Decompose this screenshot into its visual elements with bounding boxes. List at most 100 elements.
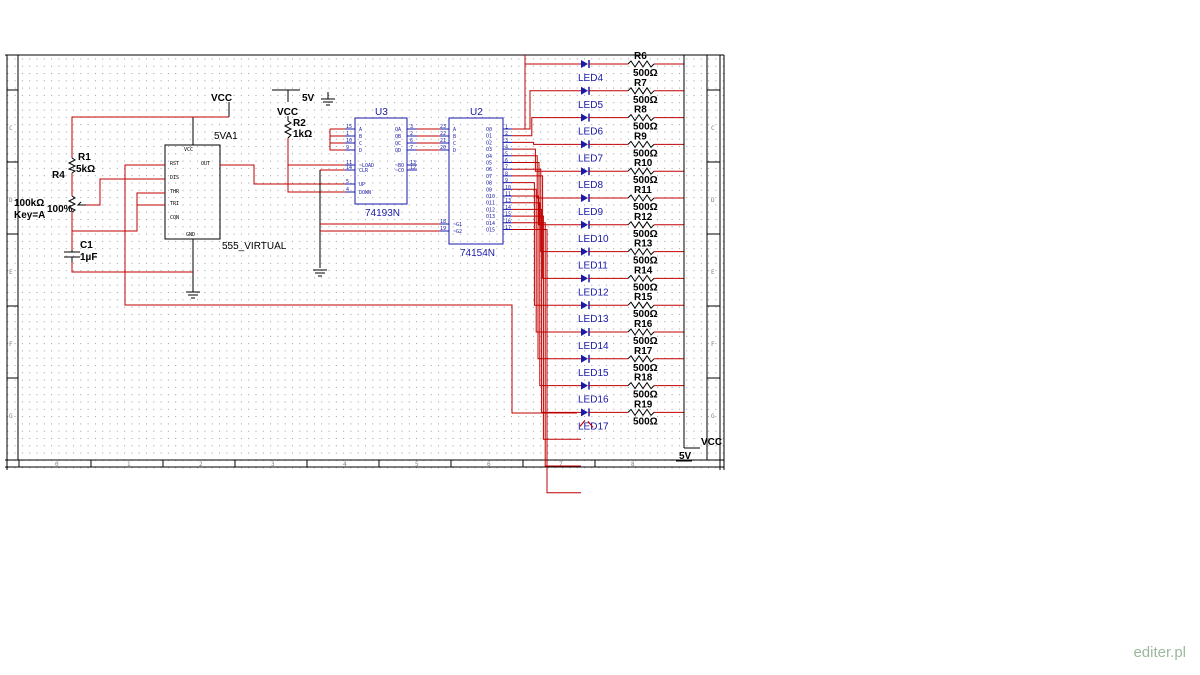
ruler-side-label: D xyxy=(9,197,13,204)
u3-type: 74193N xyxy=(365,208,400,219)
resistor-value: 500Ω xyxy=(633,256,658,267)
vcc-label-r2: VCC xyxy=(277,107,298,118)
led-label: LED8 xyxy=(578,180,603,191)
r4-percent: 100% xyxy=(47,204,73,215)
u3-pin-number: 4 xyxy=(346,187,349,193)
c1-ref: C1 xyxy=(80,240,93,251)
led-triangle xyxy=(581,194,588,202)
u2-output-name: O6 xyxy=(486,167,492,173)
led-triangle xyxy=(581,381,588,390)
u3-ref: U3 xyxy=(375,107,388,118)
resistor-ref: R7 xyxy=(634,78,647,89)
u2-pin-number: 20 xyxy=(440,145,446,151)
resistor-r1[interactable]: R1 5kΩ xyxy=(67,152,95,175)
u2-pin-number: 9 xyxy=(505,178,508,184)
led-label: LED16 xyxy=(578,395,609,406)
u2-pin-number: 6 xyxy=(505,158,508,164)
u3-pin-number: 2 xyxy=(410,131,413,137)
u2-pin-name: ~G2 xyxy=(453,229,462,235)
r1-value: 5kΩ xyxy=(76,164,95,175)
u3-pin-number: 7 xyxy=(410,145,413,151)
u2-pin-number: 21 xyxy=(440,138,446,144)
resistor-ref: R19 xyxy=(634,399,653,410)
u3-pin-number: 10 xyxy=(346,138,352,144)
ruler-bottom-label: 3 xyxy=(271,461,275,468)
led-triangle xyxy=(581,220,588,229)
resistor-value: 500Ω xyxy=(633,202,658,213)
vcc-symbol-r2: VCC xyxy=(277,107,298,121)
ruler-bottom-label: 8 xyxy=(631,461,635,468)
resistor-ref: R18 xyxy=(634,373,653,384)
u3-pin-name: QB xyxy=(395,134,401,140)
potentiometer-r4[interactable]: R4 100kΩ Key=A 100% xyxy=(14,170,86,221)
u3-pin-name: C xyxy=(359,141,362,147)
resistor-value: 500Ω xyxy=(633,309,658,320)
led-label: LED9 xyxy=(578,207,603,218)
capacitor-c1[interactable]: C1 1µF xyxy=(64,240,97,263)
decoder-output-wire xyxy=(512,182,581,306)
vcc-label-timer: VCC xyxy=(211,93,232,104)
timer-pin-rst: RST xyxy=(170,161,179,167)
u2-output-name: O12 xyxy=(486,207,495,213)
u2-pin-number: 5 xyxy=(505,151,508,157)
led-triangle xyxy=(581,301,588,310)
u2-pin-number: 18 xyxy=(440,219,446,225)
led-triangle xyxy=(581,408,588,417)
u2-output-name: O7 xyxy=(486,174,492,180)
timer-pin-gnd: GND xyxy=(186,232,195,238)
led-triangle xyxy=(581,113,588,122)
ruler-bottom-label: 0 xyxy=(55,461,59,468)
ground-symbol-mid xyxy=(313,269,327,277)
timer-type: 555_VIRTUAL xyxy=(222,241,287,252)
supply-5v-top: 5V xyxy=(272,89,315,104)
ruler-side-label: E xyxy=(711,269,715,276)
resistor-icon xyxy=(627,354,655,363)
resistor-r2[interactable]: R2 1kΩ xyxy=(283,118,312,140)
u2-pin-name: B xyxy=(453,134,456,140)
led-triangle xyxy=(581,354,588,363)
u3-pin-name: A xyxy=(359,127,362,133)
decoder-output-wire xyxy=(512,215,581,440)
led-label: LED5 xyxy=(578,100,603,111)
led-triangle xyxy=(581,247,588,256)
ruler-side-label: D xyxy=(711,197,715,204)
resistor-icon xyxy=(627,381,655,390)
r4-value: 100kΩ xyxy=(14,198,44,209)
resistor-icon xyxy=(627,220,655,229)
u3-pin-name: QC xyxy=(395,141,401,147)
resistor-ref: R13 xyxy=(634,239,653,250)
resistor-icon xyxy=(627,247,655,256)
u3-pin-name: DOWN xyxy=(359,190,371,196)
led-triangle xyxy=(581,86,588,95)
resistor-value: 500Ω xyxy=(633,282,658,293)
u3-pin-number: 1 xyxy=(346,131,349,137)
decoder-output-wire xyxy=(512,90,581,130)
resistor-value: 500Ω xyxy=(633,148,658,159)
u3-pin-number: 14 xyxy=(346,165,352,171)
u3-pin-name: D xyxy=(359,148,362,154)
u3-pin-number: 5 xyxy=(346,179,349,185)
decoder-output-wire xyxy=(512,117,581,137)
decoder-output-wire xyxy=(512,229,581,494)
decoder-output-wire xyxy=(512,222,581,467)
u2-pin-number: 14 xyxy=(505,205,511,211)
vcc-symbol-right: VCC xyxy=(684,437,722,449)
u2-pin-name: C xyxy=(453,141,456,147)
